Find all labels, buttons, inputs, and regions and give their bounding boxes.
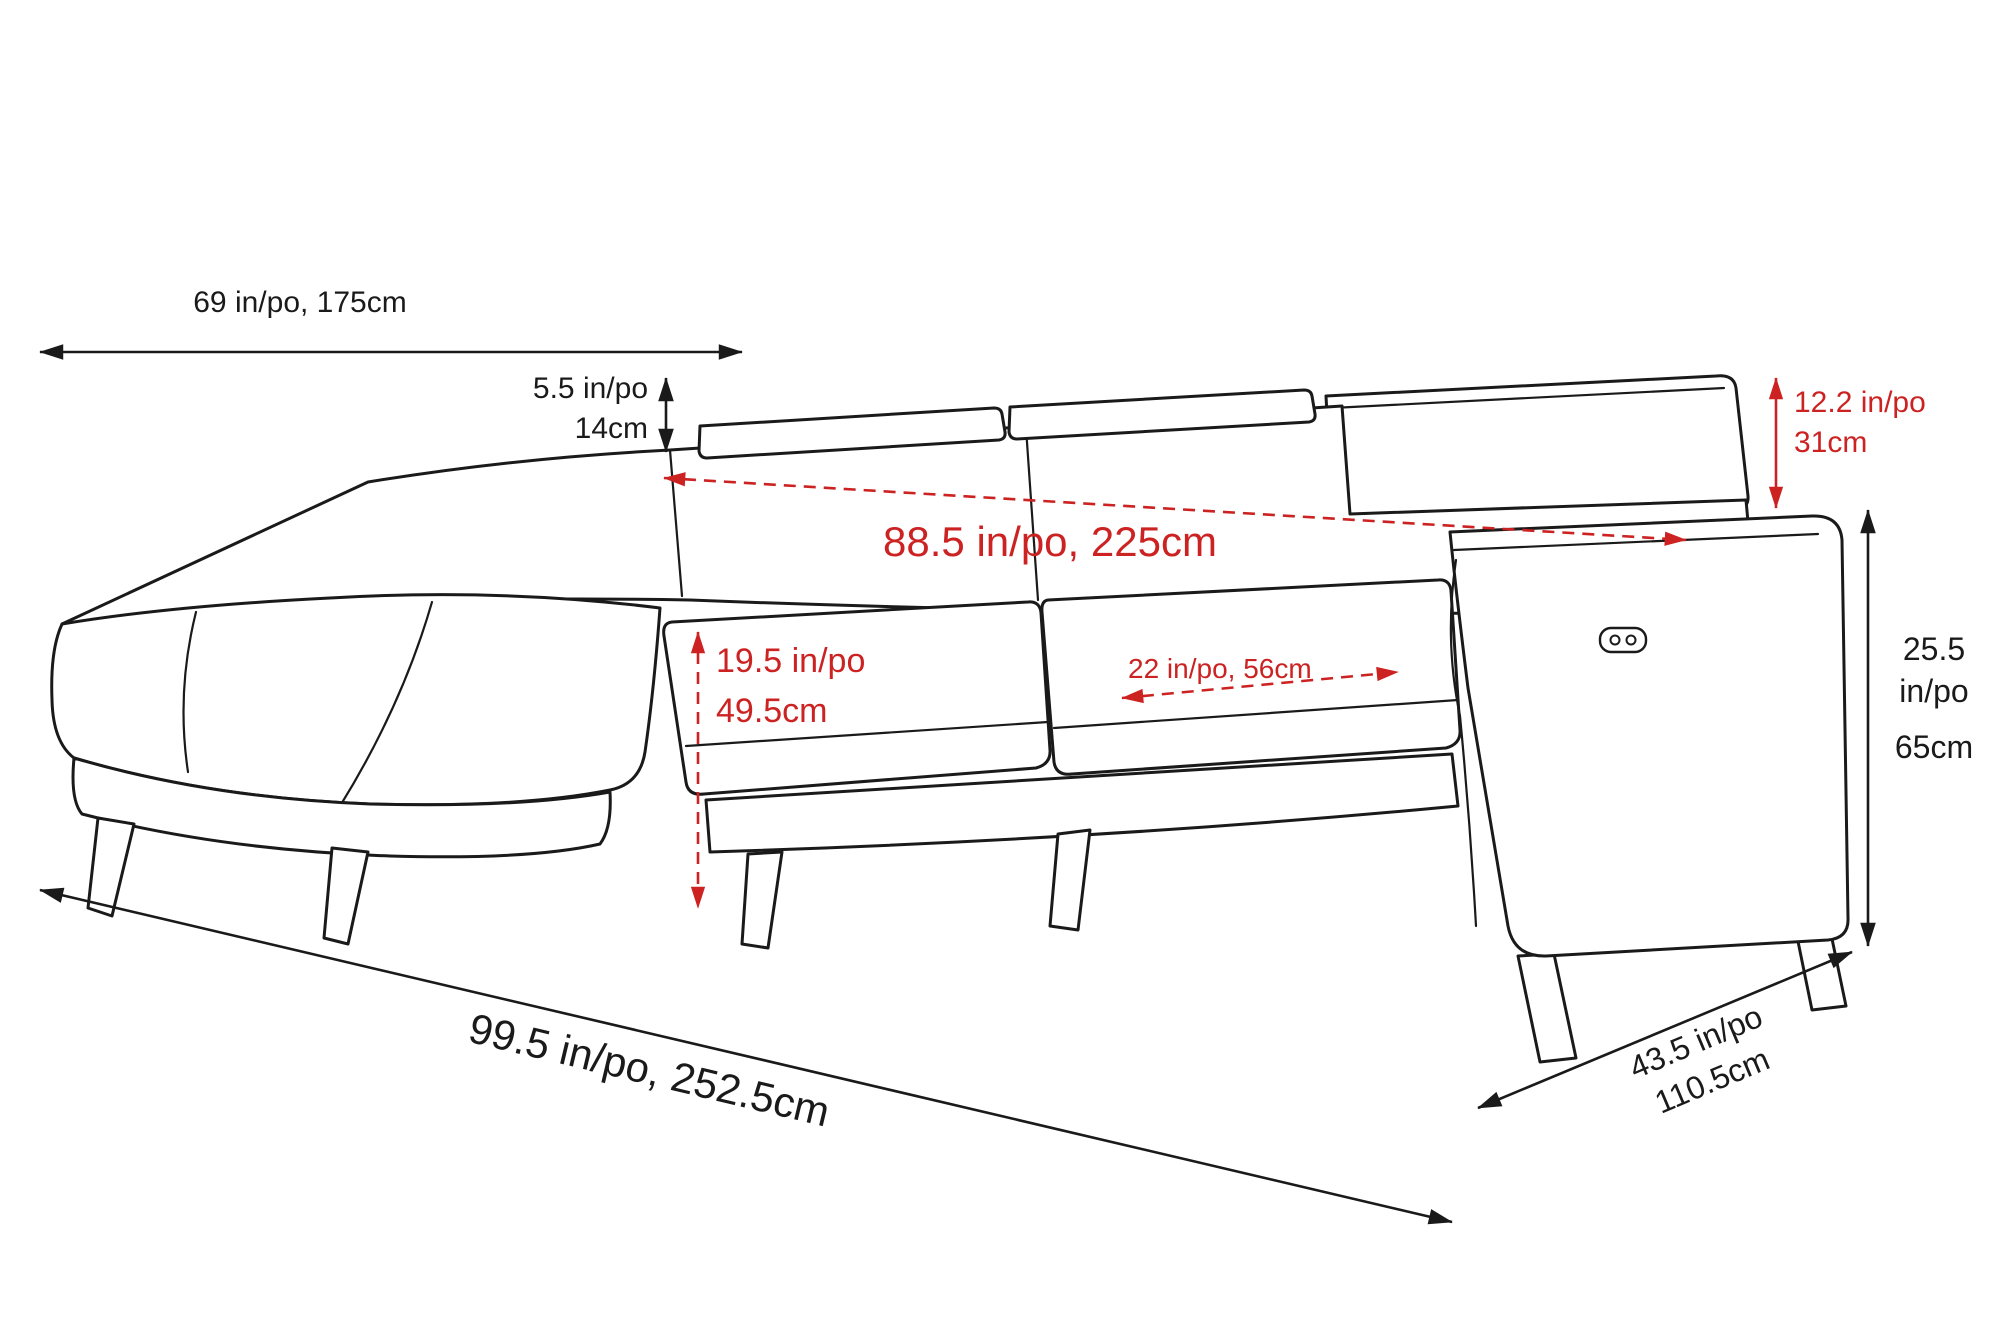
dim-back-width: 88.5 in/po, 225cm [663,472,1687,565]
dim-seat-height: 19.5 in/po 49.5cm [690,631,865,909]
headrest-flap-1 [697,406,1007,460]
seat-cushion-2-front-edge [1052,698,1460,730]
center-base [704,752,1460,854]
dim-arm-height-label-2: in/po [1899,673,1968,709]
chaise-base [71,756,612,859]
chaise-cushion-seam-1 [338,600,434,808]
chaise-cushion [50,593,662,807]
dim-overall-width-arrow [39,887,1453,1225]
seat-cushion-1-front-edge [684,720,1050,748]
sofa-drawing [50,374,1850,1064]
dim-arm-height-label-1: 25.5 [1903,631,1965,667]
dim-seat-depth-arrow [1121,666,1399,704]
dim-headrest-raise-label-1: 12.2 in/po [1794,386,1926,419]
dim-headrest-raise: 12.2 in/po 31cm [1768,377,1926,509]
dim-headrest-thickness: 5.5 in/po 14cm [533,372,674,453]
dim-headrest-raise-label-2: 31cm [1794,426,1867,459]
dim-chaise-width: 69 in/po, 175cm [39,286,743,360]
dim-arm-height-label-3: 65cm [1895,729,1973,765]
dim-back-width-label: 88.5 in/po, 225cm [883,518,1217,565]
chaise-right-leg [322,846,370,946]
headrest-flap-2 [1007,388,1317,441]
right-arm [1448,514,1850,958]
dim-headrest-thickness-label-1: 5.5 in/po [533,372,648,405]
dim-overall-width-label: 99.5 in/po, 252.5cm [464,1004,834,1135]
center-leg-2 [1048,828,1092,932]
dim-back-width-arrow [663,472,1687,546]
center-leg-1 [740,850,784,950]
dim-seat-height-label-1: 19.5 in/po [716,642,865,680]
chaise-cushion-seam-2 [182,610,198,774]
dim-arm-height: 25.5 in/po 65cm [1860,509,1973,947]
right-front-leg [1516,952,1578,1064]
arm-front-seam [1449,558,1478,928]
dim-headrest-thickness-label-2: 14cm [575,412,648,445]
dim-seat-depth-label: 22 in/po, 56cm [1128,653,1312,684]
dim-chaise-width-label: 69 in/po, 175cm [193,286,406,319]
dim-seat-height-label-2: 49.5cm [716,692,828,730]
dim-seat-depth: 22 in/po, 56cm [1121,653,1399,704]
dim-overall-depth-arrow [1477,950,1853,1110]
power-switch-icon [1598,626,1648,654]
seat-cushion-1 [662,600,1052,796]
raised-headrest-seam [1330,386,1726,410]
chaise-front-leg [86,816,136,918]
